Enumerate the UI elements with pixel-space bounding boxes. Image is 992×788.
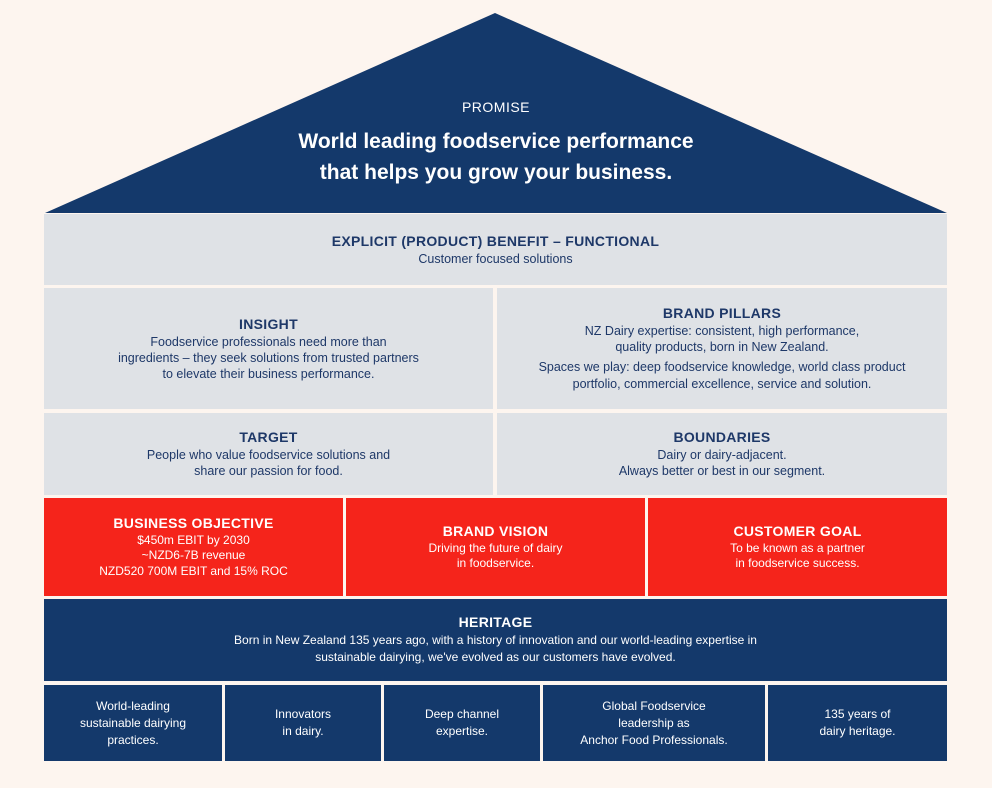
promise-title-line: that helps you grow your business.	[319, 161, 673, 184]
promise-title-line: World leading foodservice performance	[298, 130, 694, 153]
insight-heading: INSIGHT	[239, 315, 298, 332]
brand-pillars-block: BRAND PILLARS NZ Dairy expertise: consis…	[497, 288, 947, 409]
target-block: TARGET People who value foodservice solu…	[44, 413, 493, 495]
benefit-heading: EXPLICIT (PRODUCT) BENEFIT – FUNCTIONAL	[331, 232, 660, 249]
heritage-line: Born in New Zealand 135 years ago, with …	[234, 633, 757, 647]
brand-pillars-heading: BRAND PILLARS	[662, 305, 782, 321]
business-objective-line: ~NZD6-7B revenue	[141, 548, 246, 563]
customer-goal-line: in foodservice success.	[735, 556, 860, 570]
target-line: People who value foodservice solutions a…	[146, 448, 391, 462]
boundaries-block: BOUNDARIES Dairy or dairy-adjacent. Alwa…	[497, 413, 947, 495]
insight-line: Foodservice professionals need more than	[150, 334, 387, 349]
heritage-heading: HERITAGE	[458, 614, 533, 630]
foundation-line: in dairy.	[282, 724, 324, 738]
foundation-block: Global Foodservice leadership as Anchor …	[543, 685, 765, 761]
business-objective-heading: BUSINESS OBJECTIVE	[113, 514, 274, 531]
foundation-block: Innovators in dairy.	[225, 685, 381, 761]
customer-goal-line: To be known as a partner	[730, 540, 865, 555]
foundation-block: Deep channel expertise.	[384, 685, 540, 761]
foundation-line: Global Foodservice	[602, 698, 706, 713]
brand-vision-line: Driving the future of dairy	[428, 540, 563, 555]
benefit-block: EXPLICIT (PRODUCT) BENEFIT – FUNCTIONAL …	[44, 214, 947, 285]
foundation-line: 135 years of	[824, 707, 891, 721]
brand-vision-block: BRAND VISION Driving the future of dairy…	[346, 498, 645, 596]
insight-line: to elevate their business performance.	[162, 366, 375, 381]
boundaries-heading: BOUNDARIES	[673, 429, 771, 445]
foundation-line: Anchor Food Professionals.	[580, 732, 728, 747]
foundation-line: expertise.	[435, 724, 489, 738]
heritage-line: sustainable dairying, we've evolved as o…	[315, 650, 676, 664]
boundaries-line: Always better or best in our segment.	[618, 464, 826, 478]
brand-pillars-line: Spaces we play: deep foodservice knowled…	[538, 360, 906, 374]
brand-pillars-line: NZ Dairy expertise: consistent, high per…	[584, 324, 860, 338]
foundation-line: sustainable dairying	[79, 715, 187, 730]
foundation-line: leadership as	[618, 715, 690, 730]
benefit-text: Customer focused solutions	[418, 251, 573, 266]
promise-title: World leading foodservice performance th…	[0, 126, 992, 188]
target-line: share our passion for food.	[194, 464, 343, 478]
insight-line: ingredients – they seek solutions from t…	[118, 350, 419, 365]
roof-shape	[45, 13, 947, 213]
business-objective-block: BUSINESS OBJECTIVE $450m EBIT by 2030 ~N…	[44, 498, 343, 596]
foundation-line: dairy heritage.	[819, 724, 896, 738]
heritage-block: HERITAGE Born in New Zealand 135 years a…	[44, 599, 947, 681]
foundation-line: Deep channel	[424, 707, 500, 721]
foundation-line: World-leading	[96, 698, 170, 713]
boundaries-line: Dairy or dairy-adjacent.	[657, 448, 787, 462]
foundation-block: 135 years of dairy heritage.	[768, 685, 947, 761]
business-objective-line: $450m EBIT by 2030	[137, 532, 250, 547]
target-heading: TARGET	[239, 429, 298, 445]
insight-block: INSIGHT Foodservice professionals need m…	[44, 288, 493, 409]
foundation-line: practices.	[107, 732, 159, 747]
brand-vision-heading: BRAND VISION	[442, 522, 549, 539]
business-objective-line: NZD520 700M EBIT and 15% ROC	[99, 563, 288, 578]
brand-pillars-line: portfolio, commercial excellence, servic…	[572, 377, 872, 391]
customer-goal-block: CUSTOMER GOAL To be known as a partner i…	[648, 498, 947, 596]
brand-pillars-line: quality products, born in New Zealand.	[615, 340, 829, 354]
brand-vision-line: in foodservice.	[456, 556, 535, 570]
customer-goal-heading: CUSTOMER GOAL	[733, 522, 862, 539]
foundation-line: Innovators	[274, 707, 332, 721]
foundation-block: World-leading sustainable dairying pract…	[44, 685, 222, 761]
promise-label: PROMISE	[461, 99, 531, 115]
